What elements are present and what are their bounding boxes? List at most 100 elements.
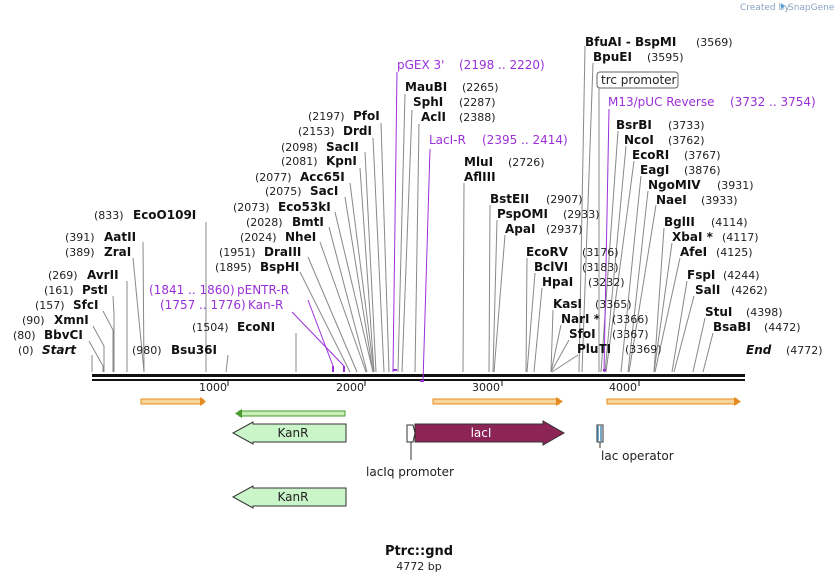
kanr-feature-2: KanR (231, 485, 347, 509)
enzyme-name: NaeI (656, 193, 687, 207)
enzyme-pos: (2077) (255, 171, 292, 184)
enzyme-pos: (2024) (240, 231, 277, 244)
enzyme-pos: (1951) (219, 246, 256, 259)
enzyme-name: FspI (687, 268, 715, 282)
enzyme-pos: (391) (65, 231, 95, 244)
kanr-label-2: KanR (278, 490, 309, 504)
primer-name: LacI-R (429, 133, 466, 147)
enzyme-pos: (2265) (462, 81, 499, 94)
enzyme-name: HpaI (542, 275, 573, 289)
enzyme-pos: (4244) (723, 269, 760, 282)
enzyme-pos: (3183) (582, 261, 619, 274)
primer-range: (3732 .. 3754) (730, 95, 816, 109)
ruler-tick-label: 3000 (472, 381, 500, 394)
enzyme-pos: (3232) (588, 276, 625, 289)
enzyme-labels-left: (0) Start (80) BbvCI (90) XmnI (157) Sfc… (13, 208, 275, 357)
enzyme-name: PstI (82, 283, 108, 297)
primer-name: pGEX 3' (397, 58, 444, 72)
enzyme-name: DrdI (343, 124, 372, 138)
enzyme-name: ZraI (104, 245, 131, 259)
primer-range: (2395 .. 2414) (482, 133, 568, 147)
enzyme-pos: (2933) (563, 208, 600, 221)
primer-lines (291, 71, 610, 383)
enzyme-pos: (3366) (612, 313, 649, 326)
enzyme-name: SacI (310, 184, 338, 198)
enzyme-pos: (3595) (647, 51, 684, 64)
enzyme-pos: (2287) (459, 96, 496, 109)
enzyme-name: Acc65I (300, 170, 345, 184)
enzyme-name: AclI (421, 110, 446, 124)
brand-name: SnapGene (788, 3, 835, 13)
enzyme-pos: (4117) (722, 231, 759, 244)
enzyme-pos: (3733) (668, 119, 705, 132)
orf-arrow-4 (606, 397, 741, 406)
enzyme-pos: (3933) (701, 194, 738, 207)
snapgene-logo-icon (781, 3, 785, 9)
enzyme-labels-right: BfuAI - BspMI (3569) BpuEI (3595) BsrBI … (585, 35, 823, 357)
enzyme-pos: (4125) (716, 246, 753, 259)
enzyme-name: SalI (695, 283, 720, 297)
ruler: 1000 2000 3000 4000 (199, 381, 640, 394)
laci-label: lacI (471, 426, 492, 440)
enzyme-name: BsrBI (616, 118, 652, 132)
enzyme-name: PspOMI (497, 207, 548, 221)
enzyme-name: MluI (464, 155, 493, 169)
enzyme-name: SacII (326, 140, 359, 154)
primer-range: (2198 .. 2220) (459, 58, 545, 72)
trc-promoter-label: trc promoter (601, 73, 677, 87)
enzyme-name: NarI * (561, 312, 601, 326)
enzyme-pos: (2081) (281, 155, 318, 168)
enzyme-pos: (2073) (233, 201, 270, 214)
enzyme-pos: (3767) (684, 149, 721, 162)
enzyme-name: Bsu36I (171, 343, 217, 357)
enzyme-labels-mid: (1895) BspHI (1951) DraIII (2024) NheI (… (215, 109, 380, 274)
lac-operator-label: lac operator (601, 449, 674, 463)
ruler-tick-label: 1000 (199, 381, 227, 394)
cut-lines (88, 45, 714, 373)
enzyme-pos: (2098) (281, 141, 318, 154)
enzyme-name: SfcI (73, 298, 98, 312)
enzyme-pos: (2197) (308, 110, 345, 123)
primer-name: pENTR-R (237, 283, 289, 297)
enzyme-pos: (389) (65, 246, 95, 259)
enzyme-pos: (3369) (625, 343, 662, 356)
enzyme-name: AfeI (680, 245, 707, 259)
enzyme-name: EcoNI (237, 320, 275, 334)
enzyme-pos: (3176) (582, 246, 619, 259)
enzyme-pos: (2726) (508, 156, 545, 169)
enzyme-name: XbaI * (672, 230, 714, 244)
enzyme-name: ApaI (505, 222, 535, 236)
orf-arrow-3 (432, 397, 563, 406)
enzyme-pos: (3367) (612, 328, 649, 341)
enzyme-pos: (161) (44, 284, 74, 297)
primer-range: (1841 .. 1860) (149, 283, 235, 297)
enzyme-name: StuI (705, 305, 732, 319)
enzyme-labels-center: MauBI (2265) SphI (2287) AclI (2388) Mlu… (405, 80, 662, 356)
enzyme-pos: (3931) (717, 179, 754, 192)
enzyme-pos: (1895) (215, 261, 252, 274)
enzyme-name: BpuEI (593, 50, 632, 64)
enzyme-name: XmnI (54, 313, 89, 327)
enzyme-pos: (2937) (546, 223, 583, 236)
enzyme-name: SfoI (569, 327, 596, 341)
end-start-label: Start (42, 343, 77, 357)
enzyme-name: BsaBI (713, 320, 751, 334)
enzyme-pos: (3876) (684, 164, 721, 177)
end-start-pos: (0) (18, 344, 34, 357)
plasmid-name: Ptrc::gnd (385, 544, 453, 559)
plasmid-length: 4772 bp (396, 560, 441, 573)
enzyme-name: EcoO109I (133, 208, 196, 222)
enzyme-pos: (2153) (298, 125, 335, 138)
primer-labels: pGEX 3' (2198 .. 2220) LacI-R (2395 .. 2… (149, 58, 816, 312)
primer-name: M13/pUC Reverse (608, 95, 715, 109)
enzyme-name: BclVI (534, 260, 568, 274)
enzyme-name: MauBI (405, 80, 447, 94)
enzyme-name: EcoRV (526, 245, 569, 259)
enzyme-name: KasI (553, 297, 582, 311)
enzyme-name: KpnI (326, 154, 357, 168)
enzyme-name: BfuAI - BspMI (585, 35, 676, 49)
laci-feature: lacI (414, 420, 566, 446)
enzyme-pos: (269) (48, 269, 78, 282)
enzyme-name: PfoI (353, 109, 380, 123)
